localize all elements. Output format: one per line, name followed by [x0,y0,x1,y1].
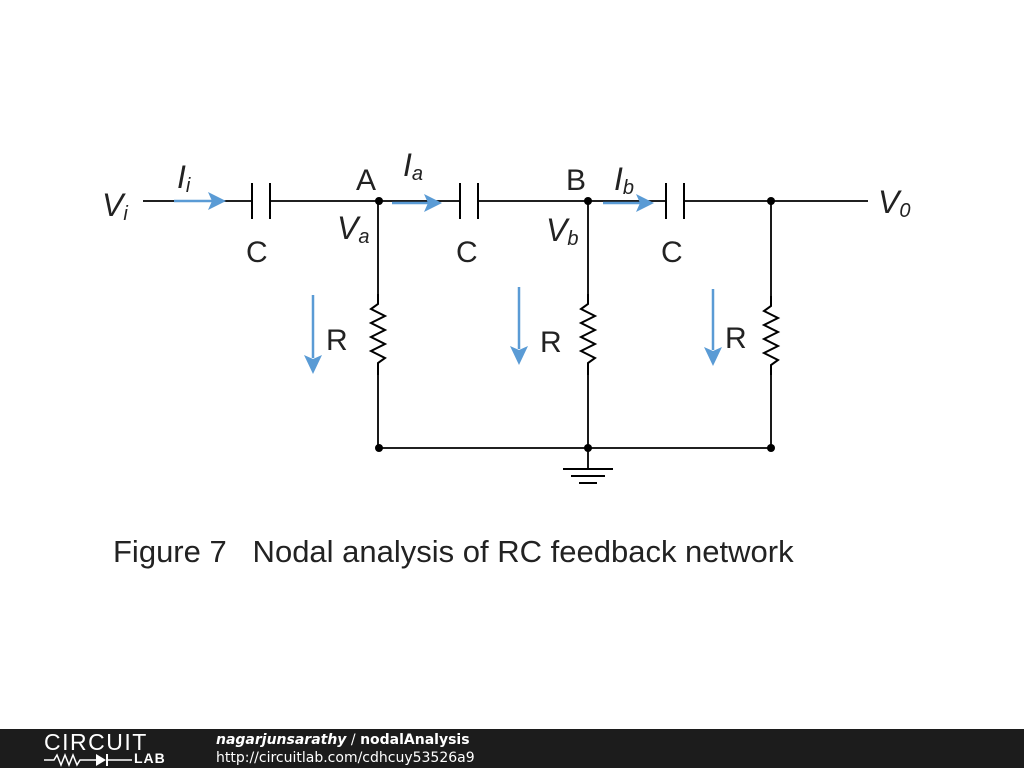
label-resistor-1: R [326,324,348,357]
label-capacitor-1: C [246,236,268,269]
resistor-branch-b [578,201,598,448]
current-arrow-ii [174,192,226,210]
label-capacitor-3: C [661,236,683,269]
circuit-byline: nagarjunsarathy / nodalAnalysis [216,731,475,749]
current-arrow-down-3 [704,289,722,366]
resistor-branch-output [761,201,781,448]
current-arrow-ib [603,194,654,212]
label-resistor-3: R [725,322,747,355]
label-node-a: A [356,164,376,197]
author-link[interactable]: nagarjunsarathy [216,732,347,748]
label-resistor-2: R [540,326,562,359]
figure-caption: Figure 7 Nodal analysis of RC feedback n… [113,534,794,569]
circuit-title-link[interactable]: nodalAnalysis [360,732,470,748]
label-vb: Vb [546,212,578,250]
label-va: Va [337,210,369,248]
current-arrow-ia [392,194,442,212]
circuit-url-link[interactable]: http://circuitlab.com/cdhcuy53526a9 [216,750,475,766]
rc-feedback-schematic: Vi Ii A Ia B Ib V0 Va Vb C C C R R R Fig… [102,147,910,569]
circuit-meta: nagarjunsarathy / nodalAnalysis http://c… [216,731,475,767]
label-capacitor-2: C [456,236,478,269]
capacitor-c2 [459,183,479,219]
logo-wordmark: CIRCUIT [44,729,148,755]
current-arrow-down-2 [510,287,528,365]
capacitor-c3 [665,183,685,219]
resistor-branch-a [368,201,388,448]
junction-dot-output [767,197,775,205]
current-arrow-down-1 [304,295,322,374]
label-vi: Vi [102,187,128,225]
label-ii: Ii [177,159,191,197]
label-node-b: B [566,164,586,197]
label-ib: Ib [614,161,634,199]
capacitor-c1 [251,183,271,219]
circuitlab-logo[interactable]: CIRCUIT LAB [44,731,179,767]
label-v0: V0 [878,184,910,222]
junction-dot-bottom-right [767,444,775,452]
logo-lab-text: LAB [134,750,166,766]
label-ia: Ia [403,147,423,185]
circuitlab-footer: CIRCUIT LAB nagarjunsarathy / nodalAnaly… [0,729,1024,768]
byline-separator: / [346,732,361,748]
junction-dot-bottom-mid [584,444,592,452]
junction-dot-a [375,197,383,205]
junction-dot-bottom-left [375,444,383,452]
ground-symbol [563,448,613,484]
junction-dot-b [584,197,592,205]
resistor-diode-icon [44,753,132,767]
